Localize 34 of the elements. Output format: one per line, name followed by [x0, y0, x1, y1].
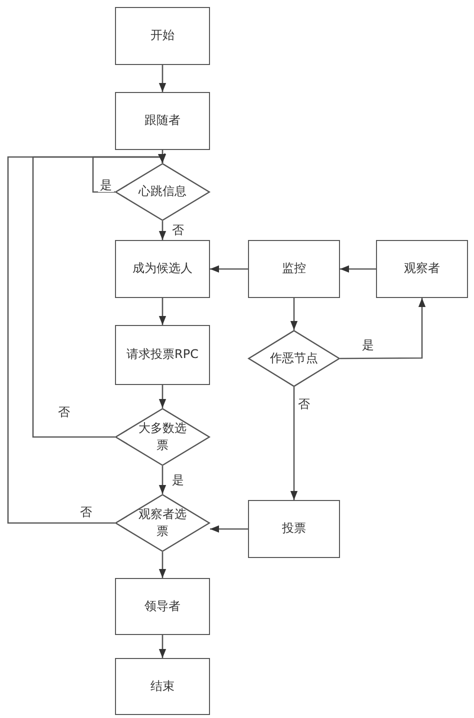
edge-label: 否 [296, 397, 312, 412]
process-box: 观察者 [376, 240, 468, 298]
edge-label: 否 [170, 223, 186, 238]
arrow [158, 221, 166, 240]
arrow [158, 466, 166, 494]
arrow [158, 65, 166, 92]
process-box: 请求投票RPC [115, 325, 210, 385]
edge-label: 是 [170, 473, 186, 488]
arrow [340, 265, 376, 273]
arrow [210, 525, 248, 533]
arrow [210, 265, 248, 273]
edge-label: 否 [56, 405, 72, 420]
arrow [158, 298, 166, 325]
process-box: 监控 [248, 240, 340, 298]
arrow [7, 154, 166, 524]
arrow [158, 635, 166, 658]
process-box: 开始 [115, 7, 210, 65]
edge-label: 是 [98, 178, 114, 192]
decision-diamond: 作恶节点 [248, 330, 340, 387]
decision-diamond: 观察者选票 [115, 494, 210, 552]
arrow [290, 298, 298, 330]
process-box: 跟随者 [115, 92, 210, 150]
process-box: 结束 [115, 658, 210, 715]
arrow [158, 552, 166, 578]
process-box: 投票 [248, 500, 340, 558]
arrow [340, 298, 426, 360]
process-box: 领导者 [115, 578, 210, 635]
decision-diamond: 大多数选票 [115, 408, 210, 466]
edge-label: 否 [78, 505, 94, 520]
arrow [290, 387, 298, 500]
process-box: 成为候选人 [115, 240, 210, 298]
edge-label: 是 [360, 338, 376, 352]
arrow [158, 385, 166, 408]
decision-diamond: 心跳信息 [115, 163, 210, 221]
